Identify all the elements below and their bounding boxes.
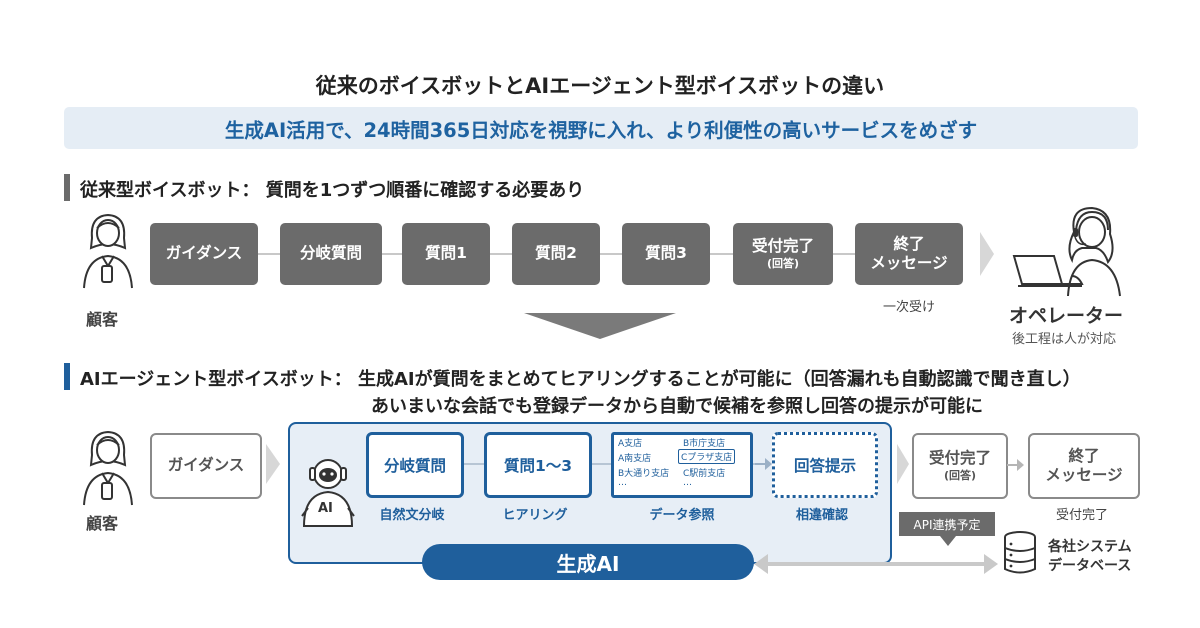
ai-step-end: 終了メッセージ (1028, 433, 1140, 499)
operator-title: オペレーター (1009, 305, 1124, 327)
legacy-heading: 従来型ボイスボット： 質問を1つずつ順番に確認する必要あり (80, 180, 585, 201)
badge-pointer (940, 536, 956, 546)
ai-heading-line2: あいまいな会話でも登録データから自動で候補を参照し回答の提示が可能に (371, 396, 983, 417)
ai-step-branch: 分岐質問 (366, 432, 464, 498)
legacy-step-guidance: ガイダンス (150, 223, 258, 285)
operator-sub: 後工程は人が対応 (1012, 332, 1117, 347)
data-cell: … (683, 478, 692, 488)
data-cell-highlighted: Cプラザ支店 (678, 449, 736, 464)
database-label: 各社システム データベース (1048, 539, 1132, 574)
database-icon (1004, 531, 1036, 574)
customer-icon (83, 430, 133, 506)
ai-step-accept: 受付完了(回答) (912, 433, 1008, 499)
data-cell: C駅前支店 (683, 469, 726, 479)
data-cell: B大通り支店 (618, 469, 670, 479)
data-cell: … (618, 478, 627, 488)
data-cell: B市庁支店 (683, 439, 726, 449)
data-reference-table (611, 432, 753, 498)
operator-icon (1012, 206, 1121, 297)
legacy-step-accept: 受付完了(回答) (733, 223, 833, 285)
chevron-right-icon (897, 444, 909, 484)
generative-ai-bar: 生成AI (422, 544, 754, 580)
legacy-end-caption: 一次受け (882, 300, 935, 315)
ai-caption-data: データ参照 (649, 508, 715, 523)
legacy-step-q1: 質問1 (402, 223, 490, 285)
double-arrow-icon (754, 554, 998, 574)
data-cell: A支店 (618, 439, 643, 449)
ai-step-guidance: ガイダンス (150, 433, 262, 499)
ai-step-answer: 回答提示 (772, 432, 878, 498)
ai-end-caption: 受付完了 (1055, 508, 1108, 523)
arrow-right-icon (1007, 459, 1024, 471)
subtitle: 生成AI活用で、24時間365日対応を視野に入れ、より利便性の高いサービスをめざ… (224, 118, 978, 142)
customer-label: 顧客 (86, 514, 119, 533)
ai-caption-hearing: ヒアリング (502, 508, 568, 523)
legacy-step-q2: 質問2 (512, 223, 600, 285)
legacy-section-marker (64, 174, 70, 201)
customer-label: 顧客 (86, 310, 119, 329)
legacy-step-branch: 分岐質問 (280, 223, 382, 285)
chevron-right-icon (980, 232, 994, 276)
legacy-step-end: 終了メッセージ (855, 223, 963, 285)
subtitle-band: 生成AI活用で、24時間365日対応を視野に入れ、より利便性の高いサービスをめざ… (64, 107, 1138, 149)
arrow-right-icon (755, 458, 772, 470)
ai-caption-branch: 自然文分岐 (379, 508, 445, 523)
customer-icon (83, 213, 133, 289)
data-cell: A南支店 (618, 454, 652, 464)
legacy-step-q3: 質問3 (622, 223, 710, 285)
ai-heading-line1: AIエージェント型ボイスボット： 生成AIが質問をまとめてヒアリングすることが可… (80, 369, 1081, 390)
ai-step-questions: 質問1～3 (484, 432, 592, 498)
robot-icon (301, 459, 355, 527)
ai-section-marker (64, 363, 70, 390)
api-badge: API連携予定 (899, 512, 995, 536)
ai-caption-check: 相違確認 (795, 508, 848, 523)
down-arrow-icon (524, 313, 676, 339)
chevron-right-icon (266, 444, 280, 484)
page-title: 従来のボイスボットとAIエージェント型ボイスボットの違い (315, 74, 885, 98)
robot-label: AI (318, 501, 333, 516)
ai-flow-line (458, 463, 758, 465)
